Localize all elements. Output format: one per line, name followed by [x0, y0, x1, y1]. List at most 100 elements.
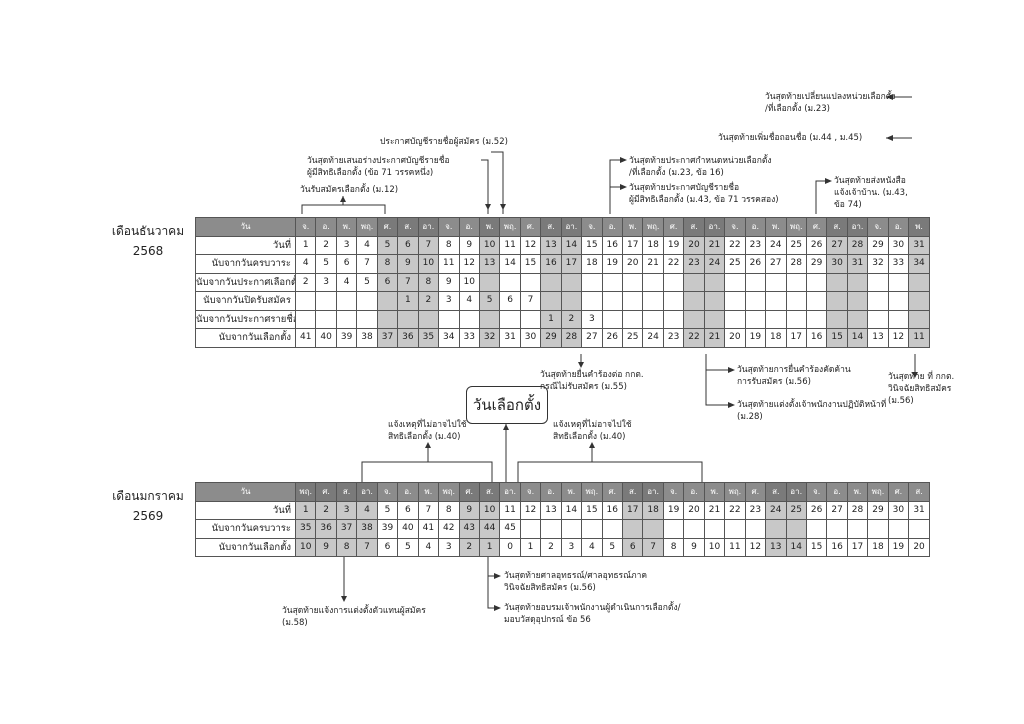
note-announce-polling-unit: วันสุดท้ายประกาศกำหนดหน่วยเลือกตั้ง/ที่เ…	[629, 156, 772, 178]
day-cell: 41	[417, 519, 440, 539]
day-cell: 5	[478, 291, 501, 311]
row-label: นับจากวันประกาศรายชื่อ	[195, 309, 296, 329]
weekday-cell: อา.	[846, 217, 869, 237]
weekday-cell: พฤ.	[499, 217, 521, 237]
day-cell: 9	[397, 254, 419, 274]
day-cell: 17	[785, 328, 807, 348]
day-cell: 11	[438, 254, 460, 274]
weekday-cell: จ.	[805, 482, 828, 502]
day-cell	[867, 309, 889, 329]
day-cell: 17	[621, 500, 644, 520]
day-cell	[683, 519, 705, 539]
day-cell: 23	[744, 235, 767, 255]
day-cell: 7	[519, 291, 542, 311]
day-cell: 3	[315, 272, 337, 292]
day-cell	[601, 291, 624, 311]
day-cell	[642, 272, 664, 292]
day-cell: 15	[581, 500, 603, 520]
day-cell: 16	[805, 328, 828, 348]
day-cell: 30	[826, 254, 848, 274]
day-cell: 18	[581, 254, 603, 274]
day-cell	[826, 272, 848, 292]
header-label: วัน	[195, 482, 296, 502]
weekday-cell: อ.	[458, 217, 480, 237]
day-cell: 32	[867, 254, 889, 274]
day-cell: 7	[417, 500, 440, 520]
day-cell	[765, 272, 787, 292]
day-cell: 6	[621, 537, 644, 557]
weekday-cell: ศ.	[887, 482, 910, 502]
day-cell	[417, 309, 440, 329]
day-cell: 39	[335, 328, 358, 348]
day-cell	[805, 291, 828, 311]
day-cell	[846, 519, 869, 539]
day-cell	[642, 291, 664, 311]
day-cell: 22	[724, 500, 746, 520]
day-cell: 6	[499, 291, 521, 311]
day-cell: 9	[683, 537, 705, 557]
day-cell: 34	[908, 254, 930, 274]
day-cell: 25	[785, 235, 807, 255]
day-cell	[887, 291, 910, 311]
day-cell: 25	[785, 500, 807, 520]
weekday-cell: พ.	[417, 482, 440, 502]
day-cell	[867, 272, 889, 292]
day-cell	[581, 519, 603, 539]
day-cell: 22	[724, 235, 746, 255]
day-cell	[908, 519, 930, 539]
day-cell: 11	[499, 235, 521, 255]
weekday-cell: ศ.	[662, 217, 685, 237]
day-cell	[908, 309, 930, 329]
day-cell	[335, 309, 358, 329]
day-cell	[499, 309, 521, 329]
day-cell	[662, 291, 685, 311]
weekday-header-row: วันจ.อ.พ.พฤ.ศ.ส.อา.จ.อ.พ.พฤ.ศ.ส.อา.จ.อ.พ…	[195, 217, 930, 237]
weekday-cell: อ.	[683, 482, 705, 502]
day-cell	[662, 272, 685, 292]
day-cell	[356, 309, 378, 329]
day-cell: 45	[499, 519, 521, 539]
day-cell: 31	[499, 328, 521, 348]
day-cell: 5	[397, 537, 419, 557]
day-cell	[315, 309, 337, 329]
day-cell: 14	[560, 235, 583, 255]
day-cell: 2	[560, 309, 583, 329]
day-cell: 1	[540, 309, 562, 329]
note-send-letter: วันสุดท้ายส่งหนังสือแจ้งเจ้าบ้าน. (ม.43,…	[834, 176, 908, 210]
day-cell	[785, 309, 807, 329]
day-cell: 8	[376, 254, 399, 274]
day-cell	[887, 519, 910, 539]
day-cell: 27	[765, 254, 787, 274]
row-label: วันที่	[195, 235, 296, 255]
day-cell: 17	[846, 537, 869, 557]
weekday-cell: ศ.	[519, 217, 542, 237]
row-label: นับจากวันปิดรับสมัคร	[195, 291, 296, 311]
day-cell: 22	[662, 254, 685, 274]
weekday-cell: ส.	[765, 482, 787, 502]
weekday-cell: จ.	[867, 217, 889, 237]
weekday-cell: จ.	[662, 482, 685, 502]
day-cell: 1	[519, 537, 542, 557]
weekday-cell: อา.	[703, 217, 726, 237]
day-cell: 19	[744, 328, 767, 348]
day-cell: 19	[601, 254, 624, 274]
day-cell: 30	[519, 328, 542, 348]
day-cell: 6	[376, 537, 399, 557]
day-cell	[560, 272, 583, 292]
day-cell: 7	[356, 537, 378, 557]
day-cell: 26	[744, 254, 767, 274]
weekday-cell: พ.	[765, 217, 787, 237]
day-cell	[744, 291, 767, 311]
note-appoint-officers: วันสุดท้ายแต่งตั้งเจ้าพนักงานปฏิบัติหน้า…	[737, 400, 887, 422]
day-cell: 14	[785, 537, 807, 557]
day-cell: 6	[397, 235, 419, 255]
day-cell	[335, 291, 358, 311]
day-cell: 3	[438, 291, 460, 311]
day-cell	[867, 291, 889, 311]
day-cell: 16	[601, 500, 624, 520]
day-cell	[458, 309, 480, 329]
day-cell: 18	[642, 235, 664, 255]
